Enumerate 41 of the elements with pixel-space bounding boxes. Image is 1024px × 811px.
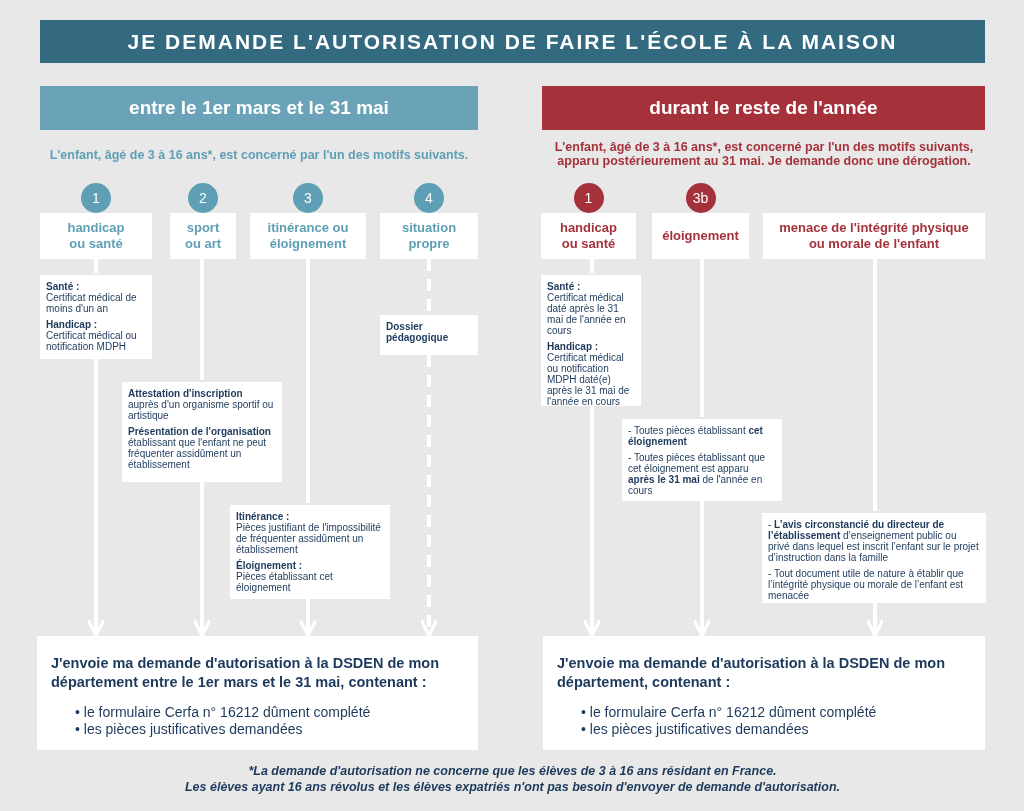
document-text: - L’avis circonstancié du directeur de l’établissement d’enseignement public ou privé dans lequel est inscrit l’enfant sur le projet d’instruction dans la famille xyxy=(768,519,980,563)
list-item: • les pièces justificatives demandées xyxy=(581,721,810,739)
document-text: - Toutes pièces établissant que cet éloignement est apparu après le 31 mai de l'année en cours xyxy=(628,452,767,496)
list-item: • les pièces justificatives demandées xyxy=(75,721,304,739)
request-text: J'envoie ma demande d'autorisation à la DSDEN de mon département entre le 1er mars et le 31 mai, contenant : xyxy=(51,654,441,692)
header-text: entre le 1er mars et le 31 mai xyxy=(129,97,389,119)
period-header xyxy=(542,86,985,130)
document-text: Itinérance : Pièces justifiant de l'impossibilité de fréquenter assidûment un établissement xyxy=(236,511,382,555)
period-header xyxy=(40,86,478,130)
document-text: Handicap : Certificat médical ou notification MDPH xyxy=(46,319,138,352)
list-item: • le formulaire Cerfa n° 16212 dûment complété xyxy=(581,703,878,722)
reason-label: handicap ou santé xyxy=(558,220,619,252)
number-circle: 1 xyxy=(81,183,111,213)
reason-label: situation propre xyxy=(400,220,458,252)
reason-label: itinérance ou éloignement xyxy=(266,220,350,252)
reason-label: sport ou art xyxy=(183,220,223,252)
header-text: durant le reste de l'année xyxy=(649,97,878,119)
number-circle: 3 xyxy=(293,183,323,213)
document-text: Attestation d'inscription auprès d'un organisme sportif ou artistique xyxy=(128,388,275,421)
request-text: J'envoie ma demande d'autorisation à la DSDEN de mon département, contenant : xyxy=(557,654,947,692)
intro-text: L'enfant, âgé de 3 à 16 ans*, est concerné par l'un des motifs suivants. xyxy=(48,148,470,162)
footnote: Les élèves ayant 16 ans révolus et les élèves expatriés n'ont pas besoin d'envoyer de demande d'autorisation. xyxy=(184,780,841,794)
number-circle: 3b xyxy=(685,183,716,213)
document-text: Santé : Certificat médical de moins d'un an xyxy=(46,281,138,314)
document-text: Dossier pédagogique xyxy=(386,321,450,343)
number-circle: 2 xyxy=(188,183,218,213)
document-text: - Toutes pièces établissant cet éloignement xyxy=(628,425,764,447)
number-circle: 1 xyxy=(573,183,604,213)
document-text: Éloignement : Pièces établissant cet éloignement xyxy=(236,560,334,593)
document-text: - Tout document utile de nature à établir que l’intégrité physique ou morale de l’enfant est menacée xyxy=(768,568,965,601)
reason-label: menace de l'intégrité physique ou morale de l'enfant xyxy=(778,220,970,252)
reason-label: handicap ou santé xyxy=(66,220,126,252)
reason-label: éloignement xyxy=(662,228,739,244)
document-text: Présentation de l'organisation établissant que l'enfant ne peut fréquenter assidûment un établissement xyxy=(128,426,272,470)
intro-text: L'enfant, âgé de 3 à 16 ans*, est concerné par l'un des motifs suivants, apparu postérieurement au 31 mai. Je demande donc une dérogation. xyxy=(553,140,975,168)
number-circle: 4 xyxy=(414,183,444,213)
list-item: • le formulaire Cerfa n° 16212 dûment complété xyxy=(75,703,372,722)
document-text: Handicap : Certificat médical ou notification MDPH daté(e) après le 31 mai de l'année en cours xyxy=(547,341,631,407)
document-text: Santé : Certificat médical daté après le 31 mai de l'année en cours xyxy=(547,281,627,336)
title-banner: JE DEMANDE L'AUTORISATION DE FAIRE L'ÉCOLE À LA MAISON xyxy=(40,20,985,63)
footnote: *La demande d'autorisation ne concerne que les élèves de 3 à 16 ans résidant en France. xyxy=(247,764,778,778)
